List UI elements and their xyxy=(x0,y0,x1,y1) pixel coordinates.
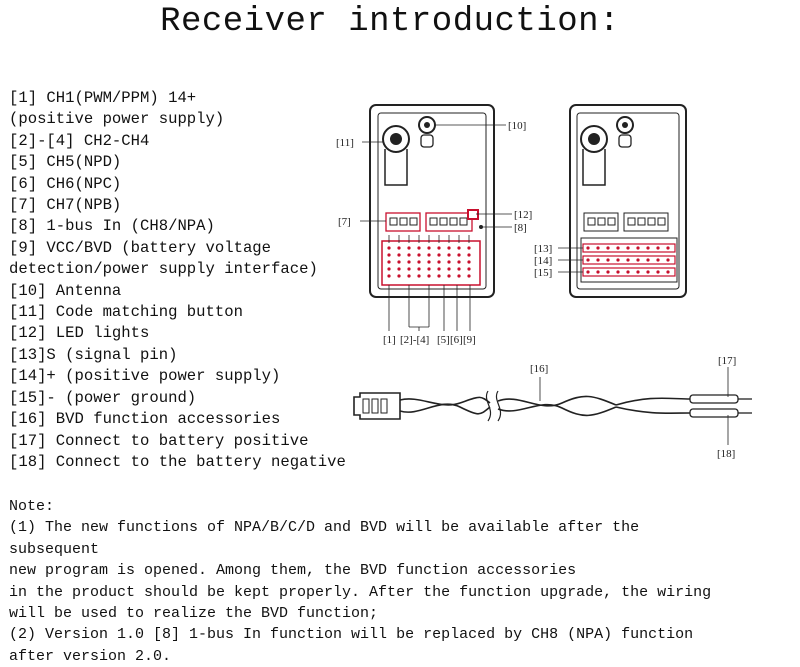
callout-11: [11] xyxy=(336,137,354,149)
legend-item: [1] CH1(PWM/PPM) 14+ xyxy=(9,89,197,107)
receiver-left xyxy=(369,104,495,298)
legend-item: [12] LED lights xyxy=(9,324,150,343)
pin-grid-right xyxy=(586,246,670,274)
callout-18: [18] xyxy=(717,448,735,460)
legend-list: [1] CH1(PWM/PPM) 14+ (positive power sup… xyxy=(9,88,369,473)
code-button-icon xyxy=(382,125,410,153)
legend-item: [8] 1-bus In (CH8/NPA) xyxy=(9,217,215,236)
page-title: Receiver introduction: xyxy=(160,3,620,41)
callout-9: [9] xyxy=(463,334,476,346)
receiver-right xyxy=(569,104,687,298)
callout-10: [10] xyxy=(508,120,526,132)
legend-item: [13]S (signal pin) xyxy=(9,345,178,364)
legend-item: [7] CH7(NPB) xyxy=(9,196,122,215)
plug-icon xyxy=(353,392,401,420)
legend-item: [5] CH5(NPD) xyxy=(9,153,122,172)
legend-item: [15]- (power ground) xyxy=(9,388,197,407)
notes-heading: Note: xyxy=(9,498,55,515)
legend-item: [17] Connect to battery positive xyxy=(9,431,309,450)
callout-leaders xyxy=(360,124,512,331)
legend-item: [11] Code matching button xyxy=(9,303,243,322)
note-line: will be used to realize the BVD function… xyxy=(9,605,379,623)
callout-7: [7] xyxy=(338,216,351,228)
legend-item: (positive power supply) xyxy=(9,110,225,129)
bvd-cable xyxy=(353,390,752,422)
note-line: (1) The new functions of NPA/B/C/D and B… xyxy=(9,519,640,537)
note-line: subsequent xyxy=(9,540,100,558)
legend-item: [6] CH6(NPC) xyxy=(9,174,122,193)
callout-17: [17] xyxy=(718,355,736,367)
callout-6: [6] xyxy=(450,334,463,346)
legend-item: [9] VCC/BVD (battery voltage xyxy=(9,238,272,257)
callout-12: [12] xyxy=(514,209,532,221)
legend-item: detection/power supply interface) xyxy=(9,260,318,279)
callout-15: [15] xyxy=(534,267,552,279)
callout-1: [1] xyxy=(383,334,396,346)
callout-5: [5] xyxy=(437,334,450,346)
callout-16: [16] xyxy=(530,363,548,375)
note-line: in the product should be kept properly. … xyxy=(9,583,712,601)
notes-section: Note: (1) The new functions of NPA/B/C/D… xyxy=(9,496,791,667)
legend-item: [16] BVD function accessories xyxy=(9,410,281,429)
legend-item: [2]-[4] CH2-CH4 xyxy=(9,131,150,150)
callout-14: [14] xyxy=(534,255,552,267)
pin-grid-left xyxy=(387,246,471,278)
callout-labels: [10] [11] [7] [12] [8] [1] [2]-[4] [5] [… xyxy=(336,120,532,346)
legend-item: [10] Antenna xyxy=(9,281,122,300)
legend-item: [18] Connect to the battery negative xyxy=(9,452,346,471)
led-icon xyxy=(467,209,479,220)
legend-item: [14]+ (positive power supply) xyxy=(9,367,281,386)
callout-8: [8] xyxy=(514,222,527,234)
note-line: (2) Version 1.0 [8] 1-bus In function wi… xyxy=(9,626,694,644)
callout-2-4: [2]-[4] xyxy=(400,334,429,346)
note-line: after version 2.0. xyxy=(9,647,172,665)
pin-header xyxy=(381,240,481,286)
receiver-diagram: [10] [11] [7] [12] [8] [1] [2]-[4] [5] [… xyxy=(336,104,752,460)
note-line: new program is opened. Among them, the B… xyxy=(9,562,577,580)
callout-13: [13] xyxy=(534,243,552,255)
